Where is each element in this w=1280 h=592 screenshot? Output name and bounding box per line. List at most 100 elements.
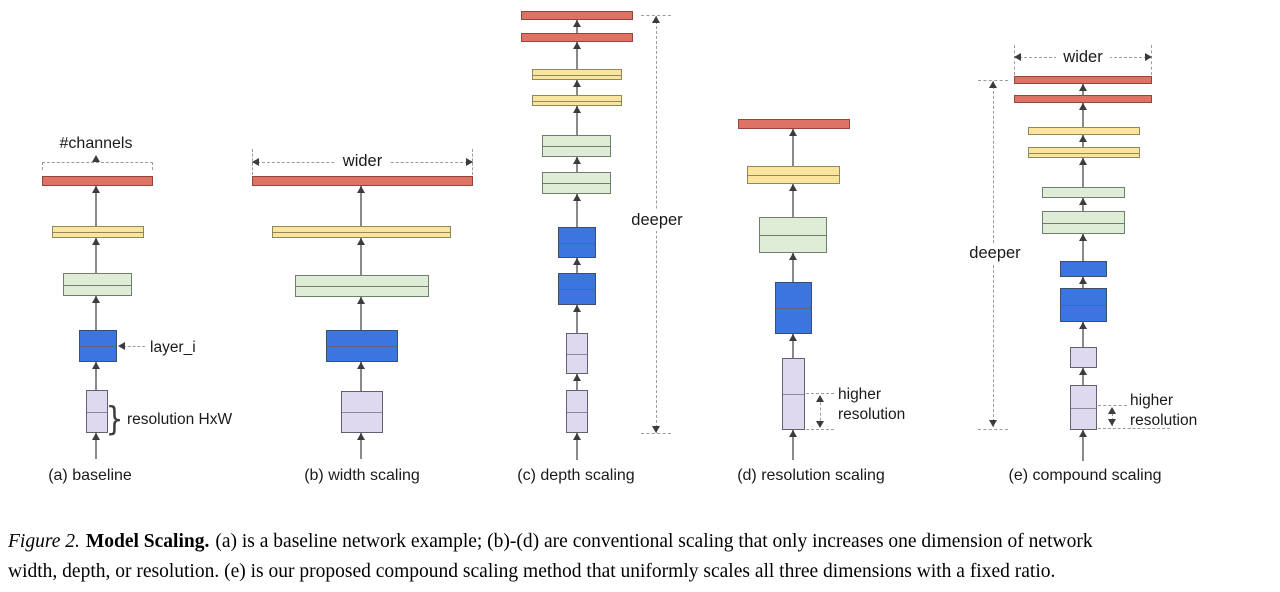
layer-box-green-c2 — [542, 172, 611, 194]
arrow-up-icon — [573, 106, 581, 135]
caption-line-1-text: (a) is a baseline network example; (b)-(… — [215, 531, 1093, 552]
arrow-up-icon — [1079, 322, 1087, 347]
higher-res-dash-bottom-e — [1098, 428, 1170, 429]
input-box-purple-d — [782, 358, 805, 430]
deeper-arrowhead-up-icon — [989, 81, 997, 88]
input-arrow-up-icon — [573, 433, 581, 460]
arrow-up-icon — [1079, 198, 1087, 211]
arrow-up-icon — [789, 334, 797, 358]
input-box-purple-b — [341, 391, 383, 433]
deeper-tick-top — [641, 15, 671, 16]
deeper-arrowhead-up-icon — [652, 16, 660, 23]
column-e-label: (e) compound scaling — [1008, 467, 1162, 484]
arrow-up-icon — [1079, 135, 1087, 147]
input-box-purple-e1 — [1070, 347, 1097, 368]
wider-arrowhead-left-icon — [252, 158, 259, 166]
column-a-label: (a) baseline — [48, 467, 132, 484]
layer-box-red-b — [252, 176, 473, 186]
deeper-label: deeper — [628, 210, 686, 231]
higher-res-measure-line-e — [1112, 408, 1113, 426]
deeper-arrowhead-down-icon — [652, 426, 660, 433]
arrow-up-icon — [573, 194, 581, 227]
higher-resolution-label-e: higher resolution — [1130, 392, 1198, 429]
deeper-label-e: deeper — [966, 243, 1024, 264]
channels-bracket-tick-left — [42, 162, 43, 170]
arrow-up-icon — [573, 42, 581, 69]
input-arrow-up-icon — [789, 430, 797, 460]
arrow-up-icon — [1079, 158, 1087, 187]
layer-box-yellow-b — [272, 226, 451, 238]
arrow-up-icon — [1079, 277, 1087, 288]
layer-box-red-c1 — [521, 11, 633, 20]
higher-res-dash-top-e — [1098, 405, 1127, 406]
deeper-arrowhead-down-icon — [989, 420, 997, 427]
arrow-up-icon — [357, 238, 365, 275]
figure-caption: Figure 2.Model Scaling.(a) is a baseline… — [8, 527, 1276, 587]
arrow-up-icon — [573, 20, 581, 33]
arrow-up-icon — [573, 157, 581, 172]
layer-box-blue-c2 — [558, 273, 596, 305]
input-box-purple-e2 — [1070, 385, 1097, 430]
arrow-up-icon — [92, 238, 100, 273]
input-arrow-up-icon — [92, 433, 100, 459]
arrow-up-icon — [357, 297, 365, 330]
wider-label: wider — [335, 153, 390, 170]
caption-figure-label: Figure 2. — [8, 531, 80, 552]
arrow-up-icon — [1079, 368, 1087, 385]
deeper-tick-top-e — [978, 80, 1008, 81]
channels-label: #channels — [59, 135, 133, 152]
caption-title: Model Scaling. — [85, 531, 210, 552]
layer-box-green-c1 — [542, 135, 611, 157]
layer-i-arrowhead-icon — [118, 342, 125, 350]
layer-box-green-a — [63, 273, 132, 296]
arrow-up-icon — [92, 186, 100, 226]
input-arrow-up-icon — [357, 433, 365, 459]
higher-res-arrowhead-up-icon — [1108, 407, 1116, 414]
channels-bracket-line — [42, 162, 153, 163]
layer-i-dashed-line — [123, 346, 145, 347]
arrow-up-icon — [789, 184, 797, 217]
arrow-up-icon — [789, 253, 797, 282]
channels-bracket-tick-right — [152, 162, 153, 170]
layer-box-green-e1 — [1042, 187, 1125, 198]
layer-box-yellow-a — [52, 226, 144, 238]
input-box-purple-a — [86, 390, 108, 433]
column-b-label: (b) width scaling — [304, 467, 420, 484]
arrow-up-icon — [1079, 84, 1087, 95]
input-box-purple-c1 — [566, 333, 588, 374]
layer-box-red-e1 — [1014, 76, 1152, 84]
arrow-up-icon — [573, 258, 581, 273]
layer-box-red-a — [42, 176, 153, 186]
layer-box-green-e2 — [1042, 211, 1125, 234]
wider-arrowhead-left-icon — [1014, 53, 1021, 61]
layer-box-yellow-c1 — [532, 69, 622, 80]
wider-label-e: wider — [1056, 49, 1110, 66]
layer-box-green-b — [295, 275, 429, 297]
arrow-up-icon — [92, 362, 100, 390]
layer-box-blue-b — [326, 330, 398, 362]
layer-box-blue-e2 — [1060, 288, 1107, 322]
input-arrow-up-icon — [1079, 430, 1087, 461]
arrow-up-icon — [573, 374, 581, 390]
column-d-label: (d) resolution scaling — [737, 467, 885, 484]
input-box-purple-c2 — [566, 390, 588, 433]
higher-res-arrowhead-down-icon — [816, 421, 824, 428]
layer-box-blue-e1 — [1060, 261, 1107, 277]
layer-box-blue-c1 — [558, 227, 596, 258]
layer-i-label: layer_i — [150, 339, 196, 356]
arrow-up-icon — [357, 362, 365, 391]
layer-box-red-c2 — [521, 33, 633, 42]
higher-res-measure-line — [820, 397, 821, 426]
caption-line-2: width, depth, or resolution. (e) is our … — [8, 561, 1056, 582]
higher-res-arrowhead-down-icon — [1108, 419, 1116, 426]
layer-box-red-e2 — [1014, 95, 1152, 103]
layer-box-red-d — [738, 119, 850, 129]
arrow-up-icon — [1079, 103, 1087, 127]
caption-line-1: Figure 2.Model Scaling.(a) is a baseline… — [8, 527, 1276, 557]
layer-box-yellow-c2 — [532, 95, 622, 106]
deeper-tick-bottom-e — [978, 429, 1008, 430]
arrow-up-icon — [357, 186, 365, 226]
layer-box-green-d — [759, 217, 827, 253]
wider-arrowhead-right-icon — [466, 158, 473, 166]
